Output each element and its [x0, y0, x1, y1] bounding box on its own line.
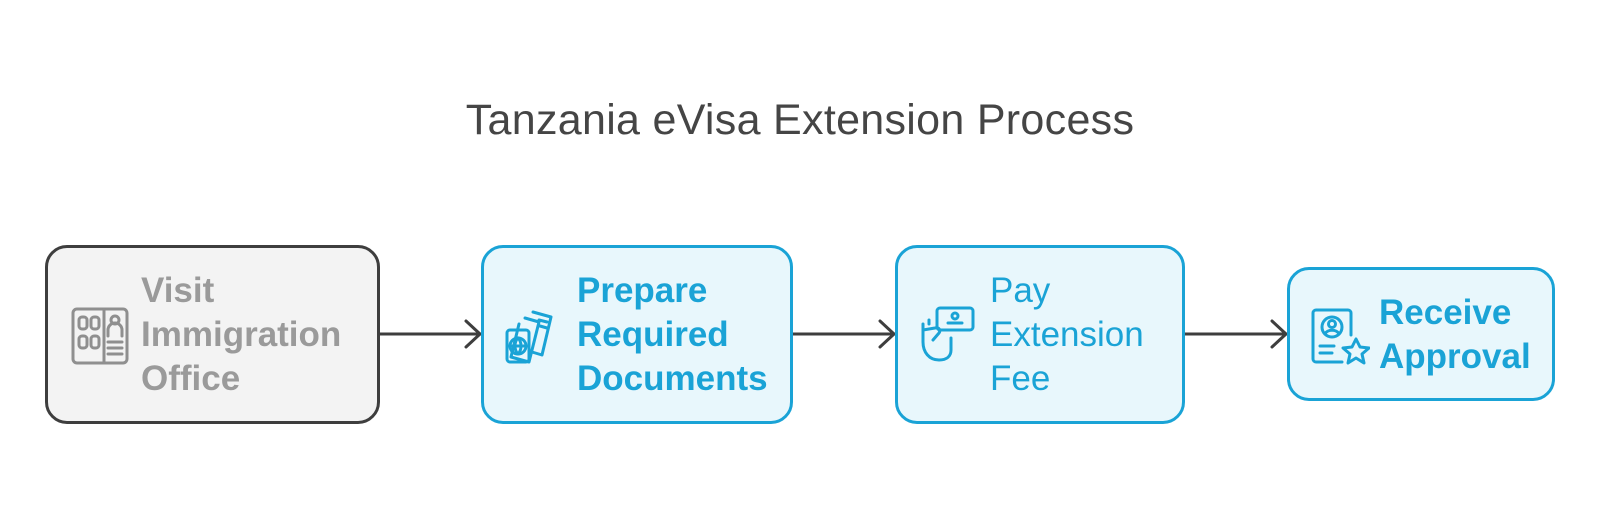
arrow-pay-to-receive: [1182, 319, 1288, 349]
step-label-line: Fee: [990, 359, 1051, 398]
step-prepare-required-documents: Prepare Required Documents: [481, 245, 793, 424]
step-label-line: Visit: [141, 271, 215, 310]
certificate-star-icon: [1311, 308, 1370, 365]
step-label-line: Pay: [990, 271, 1051, 310]
step-label-line: Receive: [1379, 293, 1512, 332]
arrow-prepare-to-pay: [790, 319, 896, 349]
step-label-line: Immigration: [141, 315, 342, 354]
step-label-line: Prepare: [577, 271, 708, 310]
step-label-line: Office: [141, 359, 241, 398]
arrow-visit-to-prepare: [377, 319, 482, 349]
step-receive-approval: Receive Approval: [1287, 267, 1555, 401]
step-label: Prepare Required Documents: [577, 269, 768, 401]
step-label-line: Documents: [577, 359, 768, 398]
step-label-line: Required: [577, 315, 729, 354]
passport-ticket-icon: [505, 310, 553, 364]
building-office-icon: [71, 307, 129, 365]
step-pay-extension-fee: Pay Extension Fee: [895, 245, 1185, 424]
diagram-title: Tanzania eVisa Extension Process: [465, 96, 1135, 144]
step-label-line: Approval: [1379, 337, 1531, 376]
step-label: Pay Extension Fee: [990, 269, 1144, 401]
step-label: Visit Immigration Office: [141, 269, 341, 401]
step-visit-immigration-office: Visit Immigration Office: [45, 245, 380, 424]
step-label-line: Extension: [990, 315, 1144, 354]
hand-card-icon: [921, 306, 975, 362]
step-label: Receive Approval: [1379, 291, 1531, 379]
